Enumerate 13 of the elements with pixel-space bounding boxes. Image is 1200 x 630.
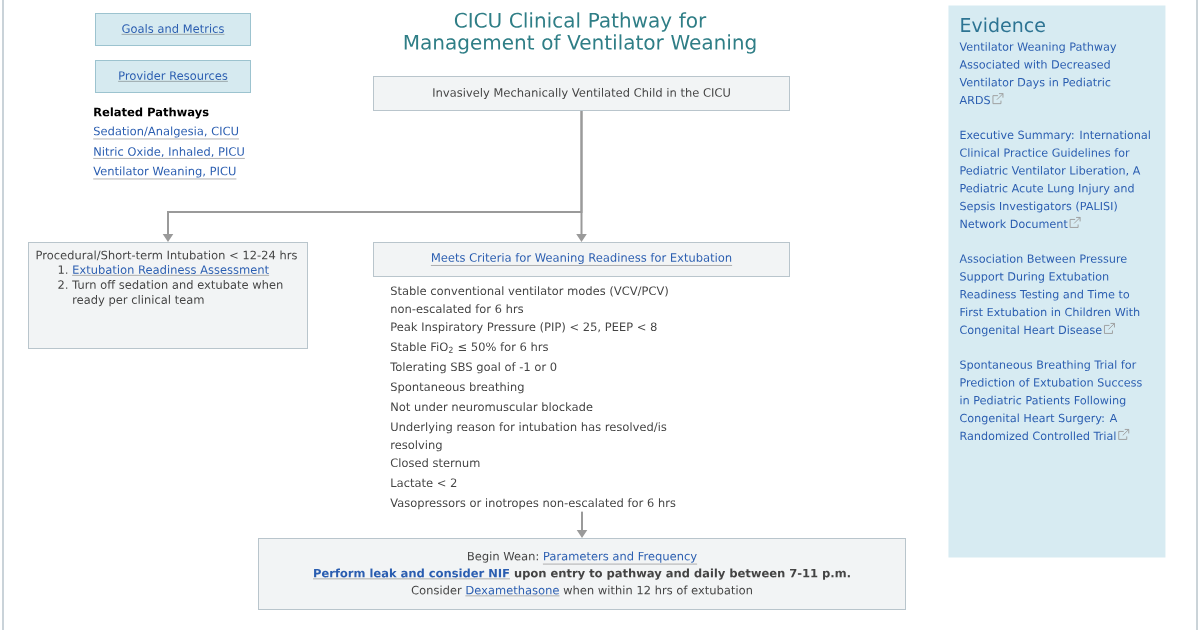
title: CICU Clinical Pathway for Management of Ventilator Weaning <box>404 12 756 54</box>
process-box: Meets Criteria for Weaning Readiness for Extubation <box>373 242 790 277</box>
section-heading: Related Pathways <box>94 107 209 119</box>
process-box: Invasively Mechanically Ventilated Child in the CICU <box>373 76 790 111</box>
criteria-list: Stable conventional ventilator modes (VCV/PCV) non-escalated for 6 hrs Peak Inspiratory Pressure (PIP) < 25, PEEP < 8 Stable FiO$_{2}$ ≤ 50% for 6 hrs Tolerating SBS goal of -1 or 0 Spontaneous breathing Not under neuromuscular blockade Underlying reason for intubation has resolved/is resolving Closed sternum Lactate < 2 Vasopressors or inotropes non-escalated for 6 hrs <box>390 286 676 510</box>
process-box: Begin Wean: Parameters and Frequency Perform leak and consider NIF upon entry to pathway and daily between 7-11 p.m. Consider Dexamethasone when within 12 hrs of extubation <box>258 538 906 610</box>
link-button: Provider Resources <box>95 60 251 93</box>
link-button: Goals and Metrics <box>95 13 251 46</box>
process-box: Procedural/Short-term Intubation < 12-24 hrs 1. Extubation Readiness Assessment 2. Turn off sedation and extubate when ready per clinical team <box>28 242 308 349</box>
link: Ventilator Weaning, PICU <box>93 166 237 180</box>
evidence-panel: Evidence Ventilator Weaning Pathway Associated with Decreased Ventilator Days in Pediatric ARDS Executive Summary: International Clinical Practice Guidelines for Pediatric Ventilator Liberation, A Pediatric Acute Lung Injury and Sepsis Investigators (PALISI) Network Document Association Between Pressure Support During Extubation Readiness Testing and Time to First Extubation in Children With Congenital Heart Disease Spontaneous Breathing Trial for Prediction of Extubation Success in Pediatric Patients Following Congenital Heart Surgery: A Randomized Controlled Trial <box>948 5 1166 558</box>
link: Nitric Oxide, Inhaled, PICU <box>93 146 245 159</box>
link: Sedation/Analgesia, CICU <box>93 126 240 140</box>
